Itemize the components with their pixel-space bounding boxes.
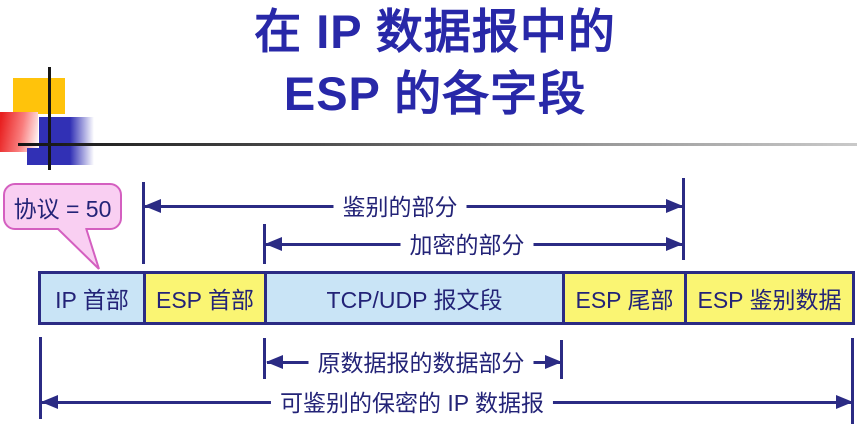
decoration-yellow-square [13,78,65,114]
callout-tail-pointer [56,228,100,270]
tick-esp-header-left [142,182,145,264]
field-esp-header: ESP 首部 [143,271,267,325]
field-ip-header-label: IP 首部 [55,287,129,313]
tick-esp-trailer-right [682,178,685,260]
field-tcpudp-segment: TCP/UDP 报文段 [264,271,565,325]
decoration-blue-square-small [27,148,39,165]
arrowhead-right-icon [836,395,853,409]
tick-tcpudp-left [263,224,266,264]
protocol-callout-label: 协议 = 50 [13,195,112,222]
field-esp-auth-data-label: ESP 鉴别数据 [697,287,842,313]
arrowhead-left-icon [266,355,283,369]
arrowhead-left-icon [144,199,161,213]
decoration-blue-square [39,117,70,165]
arrowhead-right-icon [545,355,562,369]
authenticated-part-label: 鉴别的部分 [333,192,467,222]
field-esp-trailer: ESP 尾部 [562,271,687,325]
field-ip-header: IP 首部 [38,271,146,325]
field-esp-header-label: ESP 首部 [156,287,254,313]
encrypted-part-label: 加密的部分 [400,230,534,260]
arrowhead-left-icon [41,395,58,409]
decoration-red-square [0,112,38,152]
arrowhead-right-icon [666,237,683,251]
arrowhead-right-icon [666,199,683,213]
decoration-vertical-line [48,67,51,170]
title-divider-line [18,143,857,146]
slide-title-line1: 在 IP 数据报中的 [254,5,616,58]
original-datagram-data-label: 原数据报的数据部分 [308,348,534,378]
decoration-blue-fade [70,117,94,165]
field-esp-trailer-label: ESP 尾部 [575,287,674,313]
field-tcpudp-segment-label: TCP/UDP 报文段 [326,287,503,313]
slide-title-line2: ESP 的各字段 [283,67,587,120]
full-ip-datagram-label: 可鉴别的保密的 IP 数据报 [270,388,554,418]
tick-datagram-left [39,337,42,419]
protocol-callout: 协议 = 50 [3,183,122,230]
slide-title: 在 IP 数据报中的 ESP 的各字段 [60,1,810,125]
tick-origdata-left [263,338,266,379]
field-esp-auth-data: ESP 鉴别数据 [684,271,855,325]
tick-datagram-right [851,338,854,424]
arrowhead-left-icon [265,237,282,251]
